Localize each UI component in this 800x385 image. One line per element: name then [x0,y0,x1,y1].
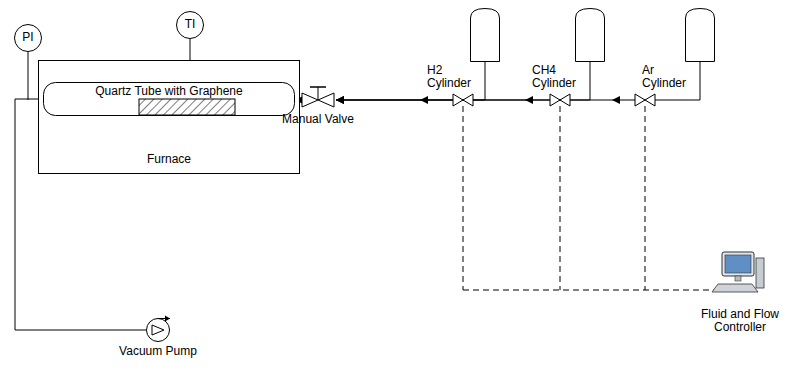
gas-cylinder: H2 Cylinder [470,8,500,62]
instrument-circle: PI [14,24,42,52]
gas-cylinder-outline [685,8,715,62]
node-label: Furnace [38,153,300,166]
pipe-line [190,39,191,60]
signal-line [463,106,714,290]
quartz-tube: Quartz Tube with Graphene [43,82,295,116]
instrument-stem [28,52,29,100]
pipe-line [336,62,485,100]
gas-cylinder-outline [470,8,500,62]
gas-cylinder: Ar Cylinder [685,8,715,62]
control-valve [453,94,655,106]
node-label: Quartz Tube with Graphene [43,85,295,98]
node-label: Ar Cylinder [642,64,696,90]
node-label: CH4 Cylinder [532,64,586,90]
furnace-box: Furnace Quartz Tube with Graphene [38,60,300,174]
node-label: Vacuum Pump [119,345,197,358]
gas-cylinder: CH4 Cylinder [575,8,605,62]
node-label: PI [14,31,42,44]
pipe-line [336,62,700,100]
vacuum-pump-outline [146,318,170,342]
gas-cylinder-outline [575,8,605,62]
flow-arrow [420,96,620,104]
node-label: H2 Cylinder [427,64,481,90]
manual-valve: Manual Valve [300,84,336,110]
instrument-circle: TI [176,11,204,39]
controller-computer-outline [716,250,764,304]
vacuum-pump: Vacuum Pump [146,318,170,342]
pipe-line [336,62,590,100]
node-label: Manual Valve [282,113,354,126]
controller-computer: Fluid and Flow Controller [716,250,764,304]
manual-valve-outline [300,84,336,110]
node-label: TI [176,18,204,31]
node-label: Fluid and Flow Controller [688,308,792,334]
